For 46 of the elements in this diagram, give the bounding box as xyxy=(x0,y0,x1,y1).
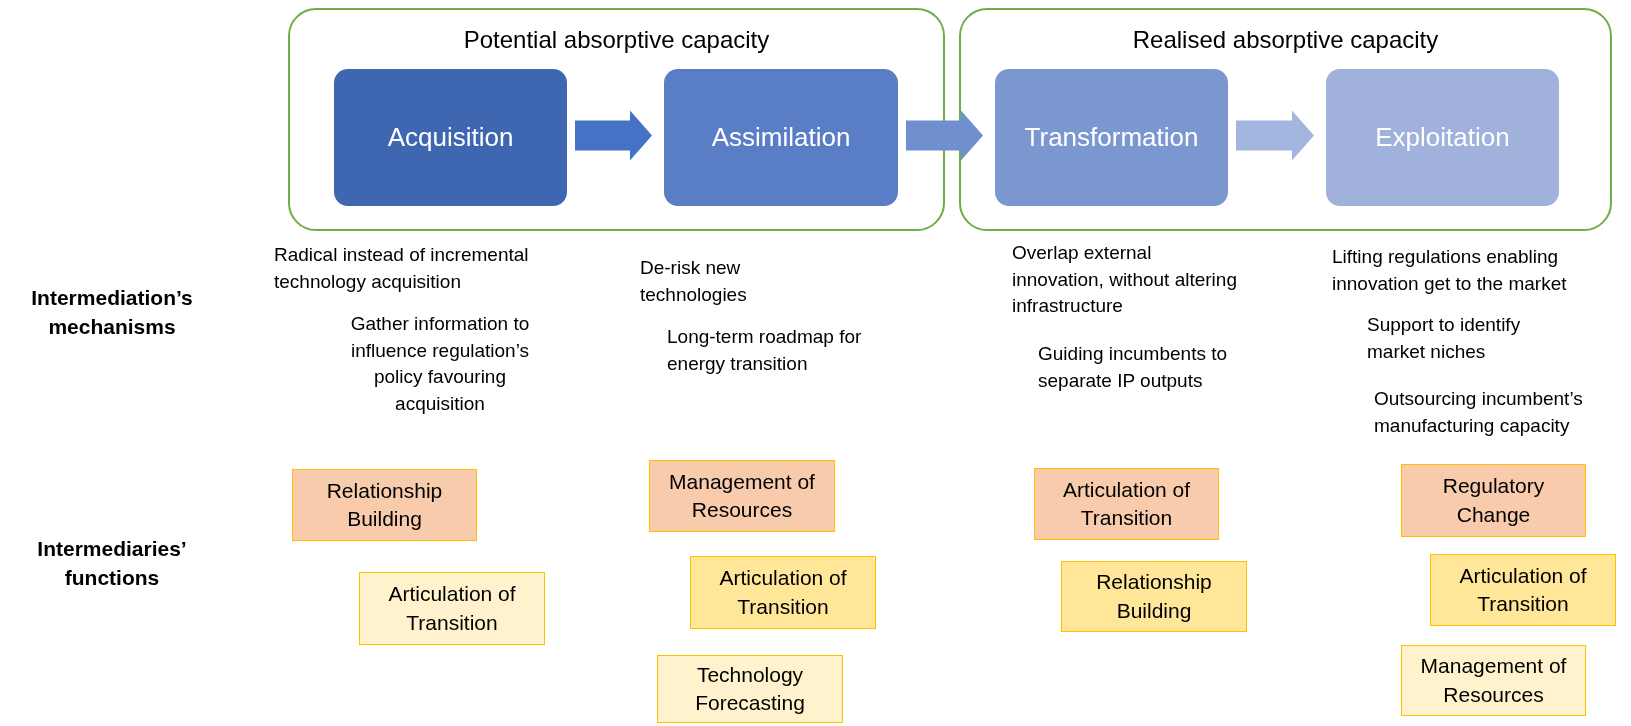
group-heading: Realised absorptive capacity xyxy=(1131,25,1440,55)
stage-box xyxy=(334,69,567,206)
mechanism-text: Radical instead of incremental technology acquisition xyxy=(274,243,530,294)
mechanism-text: Long-term roadmap for energy transition xyxy=(667,325,863,376)
function-box xyxy=(1430,554,1616,626)
function-box xyxy=(690,556,876,629)
stage-box xyxy=(995,69,1228,206)
group-heading: Potential absorptive capacity xyxy=(462,25,771,55)
box-label: Management of Resources xyxy=(668,468,816,523)
row-heading: Intermediation’s mechanisms xyxy=(30,285,194,341)
box-label: Management of Resources xyxy=(1419,653,1568,708)
box-label: Articulation of Transition xyxy=(387,581,517,636)
box-label: Articulation of Transition xyxy=(1458,562,1588,617)
box-label: Assimilation xyxy=(711,121,851,154)
function-box xyxy=(1401,645,1586,716)
box-label: Regulatory Change xyxy=(1441,473,1546,528)
mechanism-text: Overlap external innovation, without altering infrastructure xyxy=(1012,241,1237,319)
row-heading: Intermediaries’ functions xyxy=(36,536,188,592)
box-label: Articulation of Transition xyxy=(1061,476,1192,531)
block-arrow xyxy=(1236,110,1314,161)
function-box xyxy=(649,460,835,532)
mechanism-text: Guiding incumbents to separate IP outputs xyxy=(1038,342,1229,393)
mechanism-text: De-risk new technologies xyxy=(640,256,748,307)
function-box xyxy=(1034,468,1219,540)
box-label: Technology Forecasting xyxy=(694,661,806,716)
box-label: Relationship Building xyxy=(1095,569,1213,624)
function-box xyxy=(292,469,477,541)
function-box xyxy=(657,655,843,723)
function-box xyxy=(1061,561,1247,632)
box-label: Relationship Building xyxy=(325,477,444,532)
function-box xyxy=(1401,464,1586,537)
box-label: Articulation of Transition xyxy=(718,565,848,620)
box-label: Acquisition xyxy=(387,121,514,154)
block-arrow xyxy=(906,110,983,161)
block-arrow xyxy=(575,110,652,161)
mechanism-text: Lifting regulations enabling innovation get to the market xyxy=(1332,245,1568,296)
mechanism-text: Outsourcing incumbent’s manufacturing capacity xyxy=(1374,387,1584,438)
stage-box xyxy=(664,69,898,206)
box-label: Transformation xyxy=(1024,121,1199,154)
mechanism-text: Gather information to influence regulation’s policy favouring acquisition xyxy=(349,312,531,416)
box-label: Exploitation xyxy=(1375,121,1510,154)
stage-group-frame xyxy=(959,8,1612,231)
stage-group-frame xyxy=(288,8,945,231)
function-box xyxy=(359,572,545,645)
mechanism-text: Support to identify market niches xyxy=(1367,313,1522,364)
stage-box xyxy=(1326,69,1559,206)
